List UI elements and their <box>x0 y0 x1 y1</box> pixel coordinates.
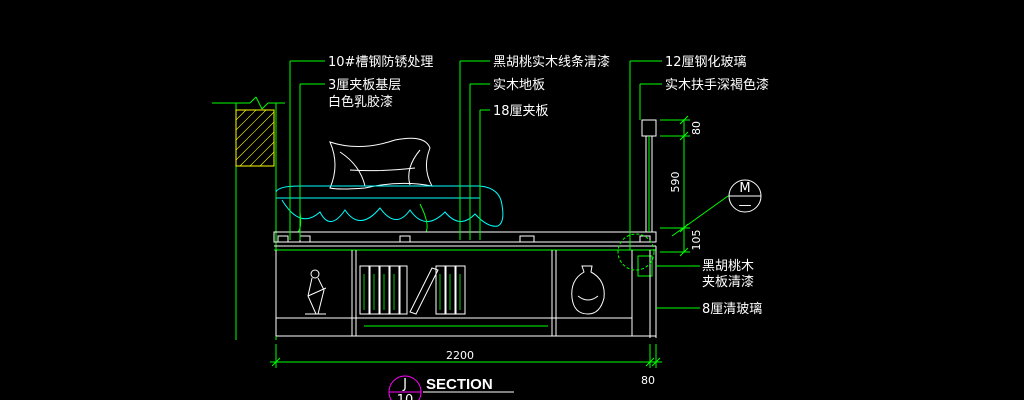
section-number: 10 <box>397 393 414 400</box>
dim-width-side: 80 <box>641 374 655 387</box>
label-wood-floor: 实木地板 <box>493 78 545 93</box>
label-walnut-strip: 黑胡桃实木线条清漆 <box>493 54 610 70</box>
leader-lines <box>289 60 700 309</box>
label-channel-steel: 10#槽钢防锈处理 <box>328 54 433 70</box>
storage-cabinet <box>275 250 656 337</box>
section-letter: J <box>402 377 407 392</box>
vertical-dimension <box>660 115 734 257</box>
books <box>359 265 466 315</box>
section-marker: J 10 SECTION <box>388 375 514 400</box>
label-handrail: 实木扶手深褐色漆 <box>665 77 769 93</box>
label-plywood-18: 18厘夹板 <box>493 104 549 119</box>
dim-h-low: 105 <box>690 230 703 251</box>
detail-callout: M — <box>728 179 762 213</box>
label-veneer-varnish: 夹板清漆 <box>702 274 754 290</box>
glass-railing <box>617 119 657 338</box>
section-title: SECTION <box>426 376 493 393</box>
platform-deck <box>273 231 657 251</box>
callout-ref: — <box>739 198 752 213</box>
label-plywood-base: 3厘夹板基层 <box>328 78 401 93</box>
wall-column <box>212 96 285 340</box>
dim-width-main: 2200 <box>446 349 474 362</box>
callout-letter: M <box>739 181 750 196</box>
pillow <box>329 137 433 190</box>
label-tempered-glass: 12厘钢化玻璃 <box>665 55 747 70</box>
dim-h-mid: 590 <box>669 172 682 193</box>
mattress <box>275 185 504 233</box>
horizontal-dimension <box>270 344 662 368</box>
vase <box>571 265 605 315</box>
statue-ornament <box>305 269 327 315</box>
label-latex-paint: 白色乳胶漆 <box>328 94 393 110</box>
dim-h-top: 80 <box>690 121 703 135</box>
label-clear-glass: 8厘清玻璃 <box>702 302 762 317</box>
label-walnut-veneer: 黑胡桃木 <box>702 259 754 274</box>
